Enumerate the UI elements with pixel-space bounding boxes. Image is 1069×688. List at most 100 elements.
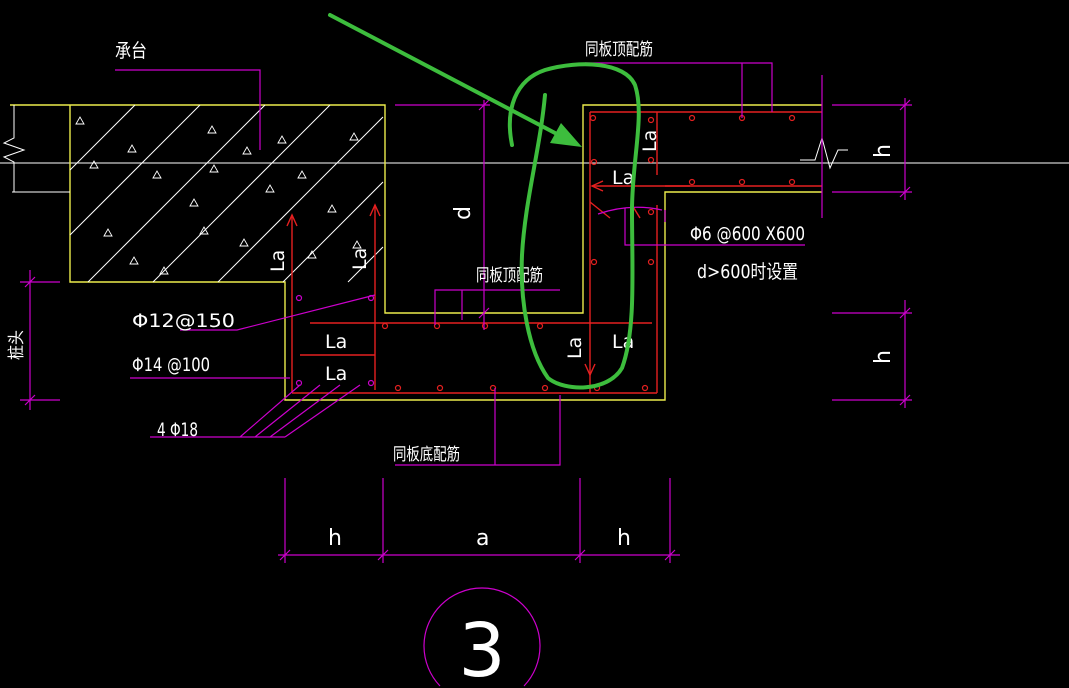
left-dimension: [20, 270, 60, 410]
phi12-leader: [180, 294, 376, 331]
hatch-line: [152, 104, 331, 283]
bottom-dimension: [278, 478, 680, 563]
rebar-dot: [647, 156, 655, 164]
aggregate-triangle: [307, 250, 317, 259]
aggregate-triangle: [277, 135, 287, 144]
anchorage-label: La: [325, 331, 347, 353]
aggregate-triangle: [89, 160, 99, 169]
right-dimension-lower: [832, 300, 912, 408]
phi18-label: 4 Φ18: [157, 419, 198, 441]
aggregate-triangle: [207, 125, 217, 134]
rebar-dot: [647, 208, 655, 216]
slab-bottom-outline: [69, 105, 822, 401]
rebar-dot: [590, 258, 598, 266]
aggregate-triangle: [239, 238, 249, 247]
rebar-dot: [647, 116, 655, 124]
right-break-symbol: [800, 136, 848, 170]
pile-cap-hatch: [69, 104, 384, 283]
rebar-dot: [367, 379, 375, 387]
top-rebar-middle-leader: [434, 289, 560, 325]
rebar-hook: [369, 203, 381, 217]
rebar-group: [286, 111, 822, 394]
rebar-dot: [536, 322, 544, 330]
aggregate-triangle: [189, 198, 199, 207]
bottom-left-dimension-label: h: [328, 526, 342, 551]
bottom-rebar-leader: [395, 388, 561, 466]
rebar-dot: [589, 114, 597, 122]
rebar-dot: [381, 322, 389, 330]
rebar-dot: [688, 178, 696, 186]
aggregate-triangle: [127, 144, 137, 153]
top-rebar-middle-label: 同板顶配筋: [476, 266, 543, 286]
hatch-line: [69, 104, 136, 171]
rebar-dot: [590, 158, 598, 166]
top-rebar-upper-leader: [585, 62, 773, 112]
aggregate-triangle: [242, 146, 252, 155]
right-dimension-upper: [832, 98, 912, 200]
hatch-line: [87, 104, 266, 283]
cap-label: 承台: [115, 40, 147, 62]
annotation-arrow-shaft: [328, 13, 557, 135]
aggregate-triangle: [327, 204, 337, 213]
rebar-dot: [641, 384, 649, 392]
aggregate-triangle: [152, 170, 162, 179]
rebar-dot: [738, 178, 746, 186]
pile-head-label: 桩头: [7, 330, 27, 360]
rebar-dot: [647, 258, 655, 266]
rebar-dot: [688, 114, 696, 122]
dimension-lines: [20, 75, 912, 563]
depth-dimension-label: d: [451, 206, 476, 220]
rebar-dot: [394, 384, 402, 392]
rebar-dot: [788, 114, 796, 122]
tie-leader: [624, 208, 805, 246]
aggregate-triangle: [159, 266, 169, 275]
anchorage-label: La: [612, 167, 634, 189]
hatch-line: [347, 246, 384, 283]
rebar-tie: [589, 201, 611, 219]
top-rebar-upper-label: 同板顶配筋: [585, 40, 653, 60]
aggregate-triangle: [129, 256, 139, 265]
aggregate-triangle: [209, 164, 219, 173]
rebar-hook: [286, 213, 298, 227]
tie-condition-label: d>600时设置: [697, 261, 798, 283]
aggregate-triangle: [75, 116, 85, 125]
hatch-line: [69, 104, 201, 236]
anchorage-label: La: [564, 337, 586, 359]
left-break-symbol: [2, 105, 26, 192]
leader-lines: [115, 62, 805, 466]
phi18-leader: [150, 384, 361, 438]
rebar-hook: [590, 180, 604, 192]
rebar-dot: [295, 294, 303, 302]
bottom-rebar-label: 同板底配筋: [393, 445, 460, 465]
anchorage-label: La: [325, 363, 347, 385]
aggregate-triangle: [349, 132, 359, 141]
detail-number-circle: [423, 587, 541, 687]
tie-spec-label: Φ6 @600 X600: [690, 223, 805, 245]
hatch-line: [217, 116, 384, 283]
aggregate-triangle: [352, 240, 362, 249]
rebar-dot: [436, 384, 444, 392]
anchorage-label: La: [639, 130, 661, 152]
rebar-dot: [788, 178, 796, 186]
rebar-dot: [433, 322, 441, 330]
detail-number: 3: [458, 608, 505, 688]
rebar-dot: [481, 322, 489, 330]
hatch-line: [282, 181, 384, 283]
bottom-middle-dimension-label: a: [476, 526, 489, 551]
phi14-label: Φ14 @100: [132, 354, 210, 376]
annotation-arrow-head: [550, 123, 582, 147]
aggregate-triangle: [265, 184, 275, 193]
annotation-loop: [507, 62, 641, 390]
depth-dimension: [395, 99, 490, 330]
bottom-right-dimension-label: h: [617, 526, 631, 551]
aggregate-triangle: [103, 228, 113, 237]
anchorage-label: La: [349, 248, 371, 270]
right-upper-dimension-label: h: [871, 144, 896, 158]
anchorage-label: La: [267, 250, 289, 272]
rebar-hook: [584, 363, 596, 377]
aggregate-triangle: [199, 226, 209, 235]
right-lower-dimension-label: h: [871, 350, 896, 364]
phi12-label: Φ12@150: [132, 310, 235, 332]
